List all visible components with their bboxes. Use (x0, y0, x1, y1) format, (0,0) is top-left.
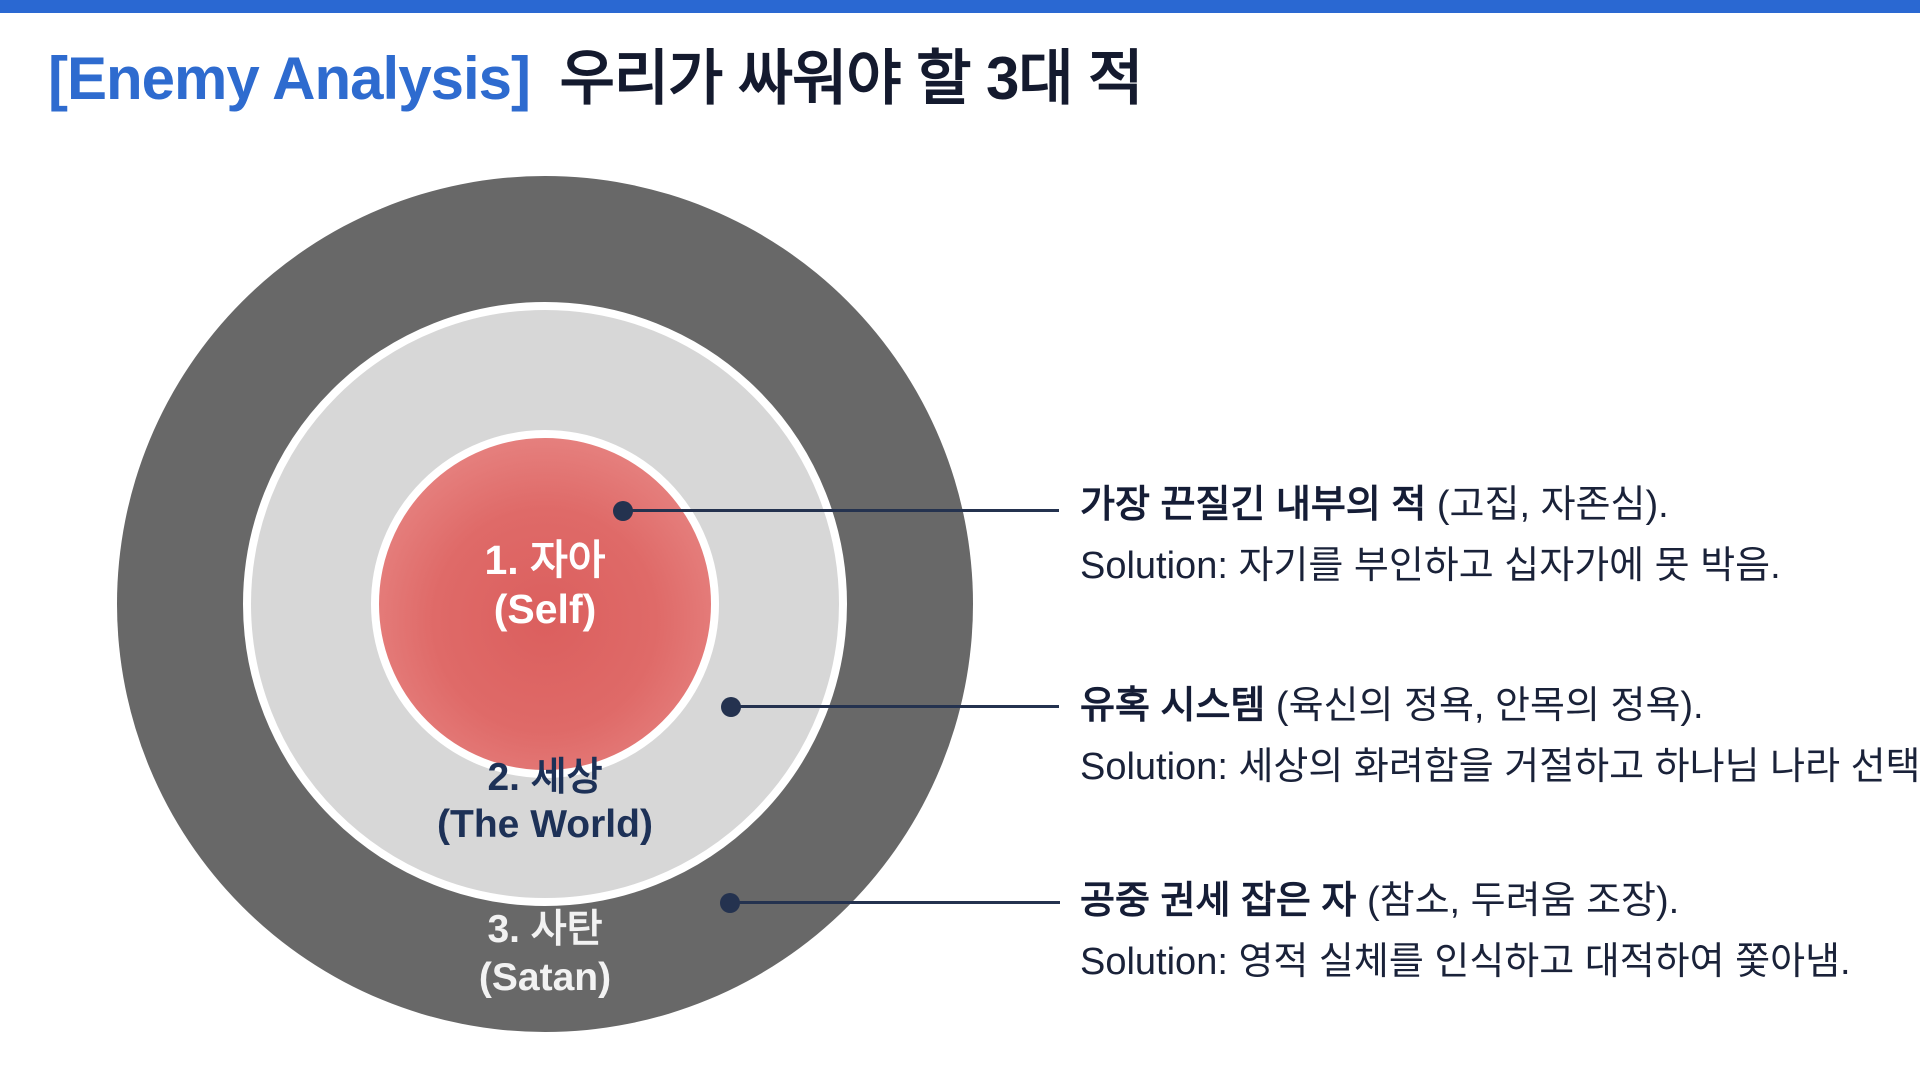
title-text: 우리가 싸워야 할 3대 적 (559, 45, 1144, 112)
ring-self-label-line1: 1. 자아 (484, 537, 606, 583)
ring-satan-label-line1: 3. 사탄 (487, 908, 603, 951)
ring-satan-label-line2: (Satan) (478, 956, 612, 999)
annotation-world: 유혹 시스템 (육신의 정욕, 안목의 정욕). Solution: 세상의 화… (1080, 676, 1920, 798)
ring-self-label: 1. 자아 (Self) (370, 536, 720, 634)
annotation-self-detail: (고집, 자존심). (1426, 484, 1669, 526)
annotation-satan-detail: (참소, 두려움 조장). (1356, 880, 1680, 922)
ring-world-label-line1: 2. 세상 (487, 756, 603, 799)
annotation-self-heading: 가장 끈질긴 내부의 적 (1080, 484, 1427, 526)
connector-line-self (623, 509, 1059, 512)
connector-line-world (731, 705, 1059, 708)
annotation-satan-solution: Solution: 영적 실체를 인식하고 대적하여 쫓아냄. (1080, 941, 1851, 983)
annotation-self-solution: Solution: 자기를 부인하고 십자가에 못 박음. (1080, 545, 1781, 587)
annotation-world-solution: Solution: 세상의 화려함을 거절하고 하나님 나라 선택. (1080, 746, 1920, 788)
ring-self-label-line2: (Self) (493, 586, 597, 632)
annotation-world-detail: (육신의 정욕, 안목의 정욕). (1265, 685, 1704, 727)
annotation-world-heading: 유혹 시스템 (1080, 685, 1266, 727)
top-accent-bar (0, 0, 1920, 13)
title-tag: [Enemy Analysis] (48, 45, 531, 112)
ring-world-label-line2: (The World) (437, 803, 653, 846)
ring-self (371, 430, 719, 778)
annotation-self: 가장 끈질긴 내부의 적 (고집, 자존심). Solution: 자기를 부인… (1080, 475, 1892, 597)
annotation-satan: 공중 권세 잡은 자 (참소, 두려움 조장). Solution: 영적 실체… (1080, 871, 1892, 993)
ring-world-label: 2. 세상 (The World) (370, 754, 720, 848)
connector-line-satan (730, 901, 1060, 904)
ring-satan-label: 3. 사탄 (Satan) (370, 906, 720, 1002)
page-title: [Enemy Analysis] 우리가 싸워야 할 3대 적 (48, 30, 1143, 117)
annotation-satan-heading: 공중 권세 잡은 자 (1080, 880, 1357, 922)
